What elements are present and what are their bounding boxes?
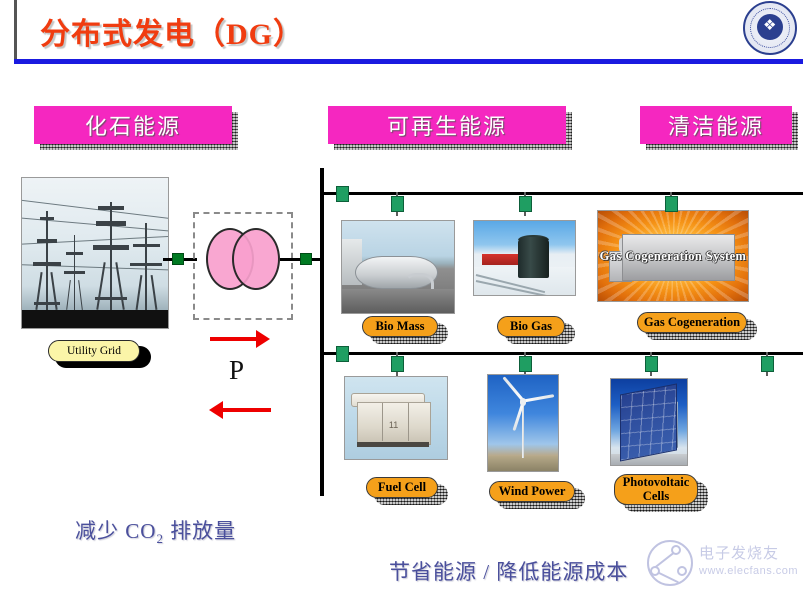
banner-clean-label: 清洁能源 <box>667 114 764 139</box>
cogen-photo-caption: Gas Cogeneration System <box>599 248 747 263</box>
footer-co2-tail: 排放量 <box>163 519 237 543</box>
university-emblem-icon: ❖ <box>743 1 797 55</box>
fuel-cell-unit-number: 11 <box>388 419 399 430</box>
switch-photovoltaic[interactable] <box>645 356 658 372</box>
gas-cogeneration-label: Gas Cogeneration <box>637 312 747 333</box>
header-left-bar <box>14 0 17 60</box>
utility-grid-label-text: Utility Grid <box>67 344 121 357</box>
bio-mass-label-text: Bio Mass <box>375 318 425 333</box>
page-title: 分布式发电（DG） <box>40 18 304 51</box>
switch-gas-cogeneration[interactable] <box>665 196 678 212</box>
bus-row-2 <box>320 352 803 355</box>
watermark-text: 电子发烧友 <box>699 546 780 562</box>
footer-energy-text: 节省能源 / 降低能源成本 <box>389 560 629 584</box>
switch-spare-right[interactable] <box>761 356 774 372</box>
power-arrow-reverse-line <box>223 408 271 412</box>
utility-grid-label-wrap: Utility Grid <box>48 340 151 368</box>
footer-co2-lead: 减少 CO <box>75 519 157 543</box>
wind-power-label-text: Wind Power <box>498 483 566 498</box>
photo-photovoltaic-cells <box>610 378 688 466</box>
switch-bus1-tie[interactable] <box>336 186 349 202</box>
photo-gas-cogeneration: Gas Cogeneration System <box>597 210 749 302</box>
photo-bio-gas <box>473 220 576 296</box>
tower-2 <box>63 235 86 310</box>
transformer-enclosure <box>193 212 293 320</box>
fuel-cell-label-text: Fuel Cell <box>377 479 427 494</box>
watermark-circle-icon <box>647 540 693 586</box>
photo-bio-mass <box>341 220 455 314</box>
power-flow-symbol: P <box>229 355 245 385</box>
photo-fuel-cell: 11 <box>344 376 448 460</box>
photovoltaic-label: Photovoltaic Cells <box>614 474 698 505</box>
site-watermark: 电子发烧友 www.elecfans.com <box>641 538 799 590</box>
bio-mass-label: Bio Mass <box>362 316 438 337</box>
main-vertical-bus <box>320 168 324 496</box>
photovoltaic-label-wrap: Photovoltaic Cells <box>614 474 710 512</box>
footer-co2-subscript: 2 <box>156 531 164 547</box>
emblem-disc <box>757 14 783 40</box>
photovoltaic-label-line2: Cells <box>642 488 670 503</box>
bio-gas-label-text: Bio Gas <box>509 318 553 333</box>
power-arrow-reverse-head <box>209 401 223 419</box>
bio-gas-label-wrap: Bio Gas <box>497 316 577 344</box>
tower-3 <box>92 202 130 310</box>
banner-fossil-label: 化石能源 <box>84 114 181 139</box>
emblem-bird-glyph: ❖ <box>763 16 777 34</box>
photovoltaic-label-line1: Photovoltaic <box>622 475 690 490</box>
banner-fossil-energy: 化石能源 <box>34 106 232 144</box>
utility-grid-label: Utility Grid <box>48 340 140 362</box>
gas-cogeneration-label-wrap: Gas Cogeneration <box>637 312 757 340</box>
tower-4 <box>130 223 163 310</box>
header-divider <box>14 59 803 64</box>
switch-bus-side[interactable] <box>300 253 312 265</box>
power-arrow-forward-head <box>256 330 270 348</box>
switch-biomass[interactable] <box>391 196 404 212</box>
switch-fuel-cell[interactable] <box>391 356 404 372</box>
switch-biogas[interactable] <box>519 196 532 212</box>
power-arrow-forward-line <box>210 337 258 341</box>
photo-wind-power <box>487 374 559 472</box>
fuel-cell-label: Fuel Cell <box>366 477 438 498</box>
watermark-url: www.elecfans.com <box>699 565 799 577</box>
switch-bus2-tie[interactable] <box>336 346 349 362</box>
footer-co2-text: 减少 CO2 排放量 <box>75 515 236 547</box>
transformer-coil-secondary <box>232 228 280 290</box>
bus-row-1 <box>320 192 803 195</box>
bio-mass-label-wrap: Bio Mass <box>362 316 448 344</box>
banner-renewable-energy: 可再生能源 <box>328 106 566 144</box>
photo-utility-grid <box>21 177 169 329</box>
emblem-ring <box>750 8 790 48</box>
gas-cogeneration-label-text: Gas Cogeneration <box>643 314 741 329</box>
fuel-cell-label-wrap: Fuel Cell <box>366 477 448 505</box>
banner-clean-energy: 清洁能源 <box>640 106 792 144</box>
banner-renewable-label: 可再生能源 <box>386 114 507 139</box>
tower-1 <box>31 211 63 310</box>
switch-wind-power[interactable] <box>519 356 532 372</box>
wind-power-label: Wind Power <box>489 481 575 502</box>
bio-gas-label: Bio Gas <box>497 316 565 337</box>
wind-power-label-wrap: Wind Power <box>489 481 585 509</box>
switch-grid-side[interactable] <box>172 253 184 265</box>
